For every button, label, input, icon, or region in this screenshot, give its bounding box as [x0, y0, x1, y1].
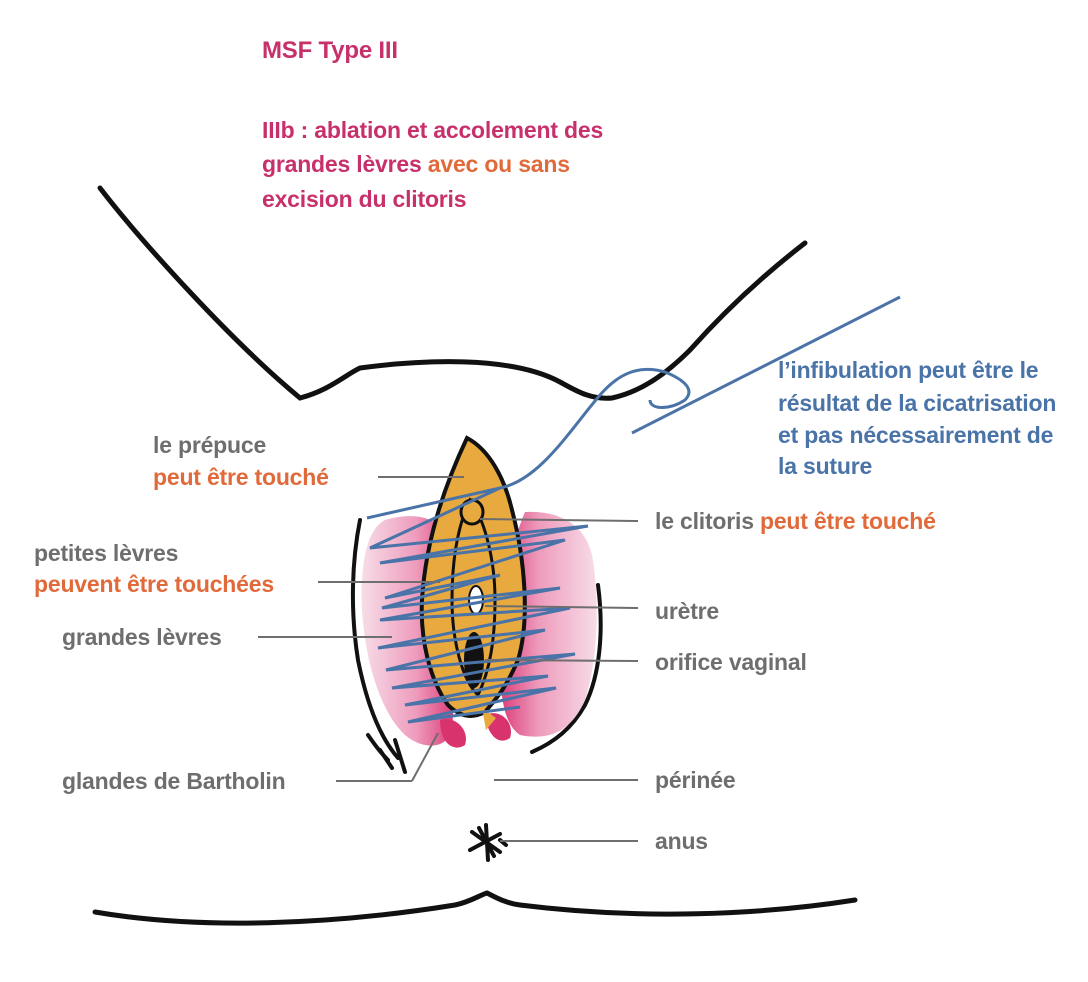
label-glandes-bartholin: glandes de Bartholin: [62, 768, 286, 794]
label-uretre: urètre: [655, 598, 719, 624]
infibulation-note-line-4: la suture: [778, 453, 873, 479]
groin-outline: [97, 185, 808, 401]
label-petites-levres-note: peuvent être touchées: [34, 571, 274, 597]
vaginal-orifice-mark: [464, 632, 484, 688]
description-line-2a: grandes lèvres: [262, 151, 428, 177]
buttock-outline: [92, 890, 858, 926]
diagram-title: MSF Type III: [262, 37, 398, 64]
label-clitoris-note: peut être touché: [759, 508, 936, 534]
leader-lines: [258, 476, 639, 842]
leader-clitoris: [479, 518, 639, 522]
leader-bartholin-fork: [411, 732, 439, 782]
label-clitoris: le clitoris peut être touché: [655, 506, 936, 536]
label-petites-levres: petites lèvres: [34, 540, 179, 566]
fourchette: [482, 708, 496, 730]
description-line-2b: avec ou sans: [427, 151, 570, 177]
label-perinee: périnée: [655, 767, 736, 793]
label-prepuce-note: peut être touché: [153, 464, 329, 490]
hair-right: [530, 583, 603, 754]
urethra-mark: [468, 585, 484, 615]
label-anus: anus: [655, 828, 708, 854]
description-line-2: grandes lèvres avec ou sans: [262, 149, 570, 179]
hair-left: [350, 518, 407, 774]
infibulation-note-line-3: et pas nécessairement de: [778, 422, 1054, 448]
infibulation-note-line-1: l’infibulation peut être le: [778, 357, 1039, 383]
infibulation-note-line-2: résultat de la cicatrisation: [778, 390, 1057, 416]
label-orifice-vaginal: orifice vaginal: [655, 649, 807, 675]
label-prepuce: le prépuce: [153, 432, 267, 458]
leader-orifice: [484, 659, 639, 662]
leader-uretre: [484, 605, 639, 609]
bartholin-bump-left: [440, 719, 466, 748]
description-line-3: excision du clitoris: [262, 186, 467, 212]
suture-zigzag: [366, 486, 589, 724]
suture-thread: [499, 367, 691, 490]
description-line-1: IIIb : ablation et accolement des: [262, 117, 604, 143]
anus-mark: [468, 823, 508, 862]
label-grandes-levres: grandes lèvres: [62, 624, 222, 650]
suture-needle: [631, 295, 901, 435]
label-clitoris-text: le clitoris: [655, 508, 760, 534]
